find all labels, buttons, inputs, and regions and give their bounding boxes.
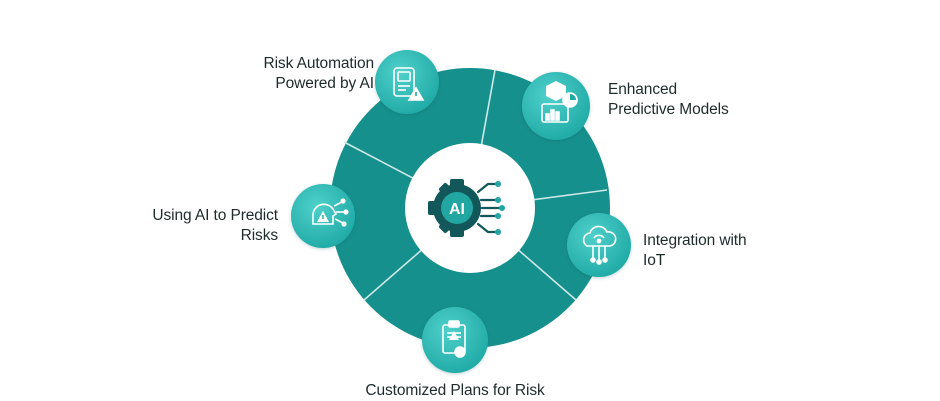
label-risk-automation: Risk Automation Powered by AI — [264, 54, 375, 94]
label-line: IoT — [643, 252, 666, 269]
label-line: Risk Automation — [263, 55, 375, 72]
node-predict-risks — [291, 184, 355, 248]
iot-cloud-icon — [582, 225, 617, 265]
label-line: Integration with — [643, 232, 747, 249]
clipboard-warning-icon — [442, 320, 466, 358]
center-ai-text: AI — [449, 201, 465, 218]
center-hub: AI — [405, 143, 535, 273]
label-line: Customized Plans for Risk — [365, 382, 545, 399]
label-line: Risks — [240, 227, 278, 244]
ring-dividers — [343, 69, 608, 301]
label-predict-risks: Using AI to Predict Risks — [152, 206, 278, 246]
node-integration-iot — [567, 213, 631, 277]
node-customized-plans — [422, 307, 488, 373]
ai-head-warning-icon — [312, 198, 349, 227]
label-line: Enhanced — [608, 81, 678, 98]
node-risk-automation — [375, 50, 439, 114]
label-line: Predictive Models — [608, 101, 729, 118]
label-enhanced-models: Enhanced Predictive Models — [608, 80, 729, 120]
label-customized-plans: Customized Plans for Risk — [330, 381, 580, 401]
label-line: Powered by AI — [275, 75, 374, 92]
label-line: Using AI to Predict — [152, 207, 278, 224]
ai-chip-warning-icon — [393, 67, 425, 101]
ai-gear-icon — [428, 179, 505, 237]
label-integration-iot: Integration with IoT — [643, 231, 747, 271]
node-enhanced-models — [522, 72, 590, 140]
3d-box-chart-icon — [541, 81, 578, 123]
